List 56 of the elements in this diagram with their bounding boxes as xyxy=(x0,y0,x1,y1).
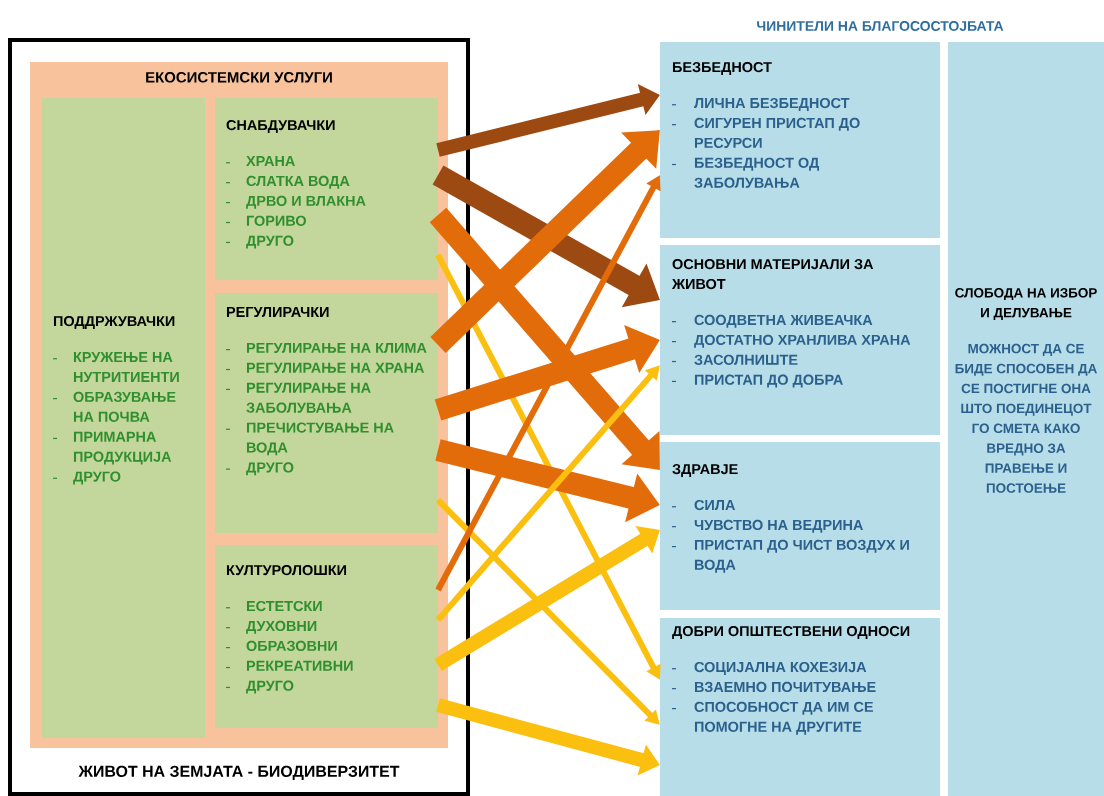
category-box xyxy=(215,293,438,533)
list-item: СПОСОБНОСТ ДА ИМ СЕ ПОМОГНЕ НА ДРУГИТЕ xyxy=(671,701,873,735)
factor-box xyxy=(660,42,940,238)
list-item: ПРИМАРНА ПРОДУКЦИЈА xyxy=(52,431,172,465)
box-text: МОЖНОСТ ДА СЕ БИДЕ СПОСОБЕН ДА СЕ ПОСТИГНЕ ОНА ШТО ПОЕДИНЕЦОТ ГО СМЕТА КАКО ВРЕДНО ЗА ПРАВЕЊЕ И ПОСТОЕЊЕ xyxy=(955,343,1097,493)
list-item: ПРИСТАП ДО ДОБРА xyxy=(671,374,843,388)
list-item: ВЗАЕМНО ПОЧИТУВАЊЕ xyxy=(671,681,876,693)
box-heading: ДОБРИ ОПШТЕСТВЕНИ ОДНОСИ xyxy=(672,626,910,639)
list-item: ЗАСОЛНИШТЕ xyxy=(671,354,798,365)
arrow xyxy=(429,207,660,470)
list-item: РЕГУЛИРАЊЕ НА ЗАБОЛУВАЊА xyxy=(225,382,371,413)
list-item: СИГУРЕН ПРИСТАП ДО РЕСУРСИ xyxy=(671,117,860,148)
category-box xyxy=(215,98,438,280)
box-heading: ОСНОВНИ МАТЕРИЈАЛИ ЗА ЖИВОТ xyxy=(671,259,874,290)
list-item: ПРЕЧИСТУВАЊЕ НА ВОДА xyxy=(225,422,394,456)
list-item: ДОСТАТНО ХРАНЛИВА ХРАНА xyxy=(671,334,911,348)
box-heading: ЗДРАВЈЕ xyxy=(672,464,738,477)
factor-box xyxy=(660,618,940,796)
list-item: ЧУВСТВО НА ВЕДРИНА xyxy=(671,519,863,533)
list-item: БЕЗБЕДНОСТ ОД ЗАБОЛУВАЊА xyxy=(671,157,820,188)
list-item: ОБРАЗУВАЊЕ НА ПОЧВА xyxy=(52,391,176,422)
list-item: СЛАТКА ВОДА xyxy=(225,175,350,189)
list-item: РЕГУЛИРАЊЕ НА КЛИМА xyxy=(225,342,427,353)
category-box xyxy=(42,98,205,738)
list-item: КРУЖЕЊЕ НА НУТРИТИЕНТИ xyxy=(52,352,179,383)
box-heading: СНАБДУВАЧКИ xyxy=(226,120,335,133)
category-box xyxy=(215,545,438,728)
box-heading: РЕГУЛИРАЧКИ xyxy=(227,307,329,318)
panel-title: ЕКОСИСТЕМСКИ УСЛУГИ xyxy=(146,72,332,83)
list-item: ХРАНА xyxy=(225,156,295,166)
section-heading: ЧИНИТЕЛИ НА БЛАГОСОСТОЈБАТА xyxy=(757,21,1004,31)
list-item: СООДВЕТНА ЖИВЕАЧКА xyxy=(671,314,873,328)
arrow xyxy=(434,526,660,671)
box-heading: СЛОБОДА НА ИЗБОР И ДЕЛУВАЊЕ xyxy=(955,288,1097,320)
list-item: ДРУГО xyxy=(52,471,121,485)
factor-box xyxy=(660,245,940,435)
list-item: РЕКРЕАТИВНИ xyxy=(225,660,353,671)
list-item: ОБРАЗОВНИ xyxy=(225,640,337,651)
factor-box xyxy=(948,42,1104,796)
list-item: ГОРИВО xyxy=(225,215,306,226)
box-heading: ПОДДРЖУВАЧКИ xyxy=(54,316,175,329)
list-item: РЕГУЛИРАЊЕ НА ХРАНА xyxy=(225,362,425,373)
list-item: ДУХОВНИ xyxy=(225,620,317,634)
box-heading: БЕЗБЕДНОСТ xyxy=(672,62,772,75)
frame-title: ЖИВОТ НА ЗЕМЈАТА - БИОДИВЕРЗИТЕТ xyxy=(78,765,400,780)
factor-box xyxy=(660,442,940,610)
box-heading: КУЛТУРОЛОШКИ xyxy=(227,565,347,576)
list-item: ДРВО И ВЛАКНА xyxy=(225,195,366,209)
list-item: ПРИСТАП ДО ЧИСТ ВОЗДУХ И ВОДА xyxy=(671,539,909,573)
list-item: ЛИЧНА БЕЗБЕДНОСТ xyxy=(671,97,850,111)
list-item: СОЦИЈАЛНА КОХЕЗИЈА xyxy=(671,661,867,675)
list-item: ЕСТЕТСКИ xyxy=(225,600,322,612)
list-item: ДРУГО xyxy=(225,680,294,694)
list-item: ДРУГО xyxy=(225,462,294,476)
list-item: СИЛА xyxy=(671,499,735,511)
list-item: ДРУГО xyxy=(225,235,294,249)
